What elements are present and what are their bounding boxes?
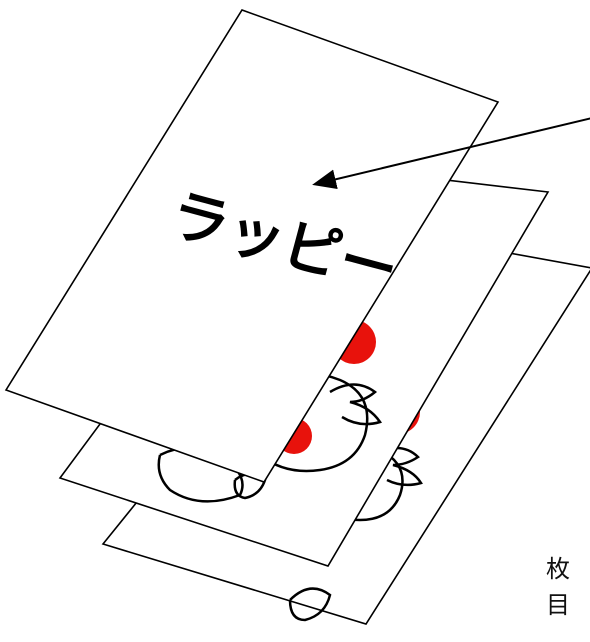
side-label-2: 目 bbox=[546, 591, 570, 619]
arrow-icon bbox=[312, 117, 590, 190]
sheet-front bbox=[4, 9, 500, 483]
side-label-1: 枚 bbox=[546, 555, 570, 583]
